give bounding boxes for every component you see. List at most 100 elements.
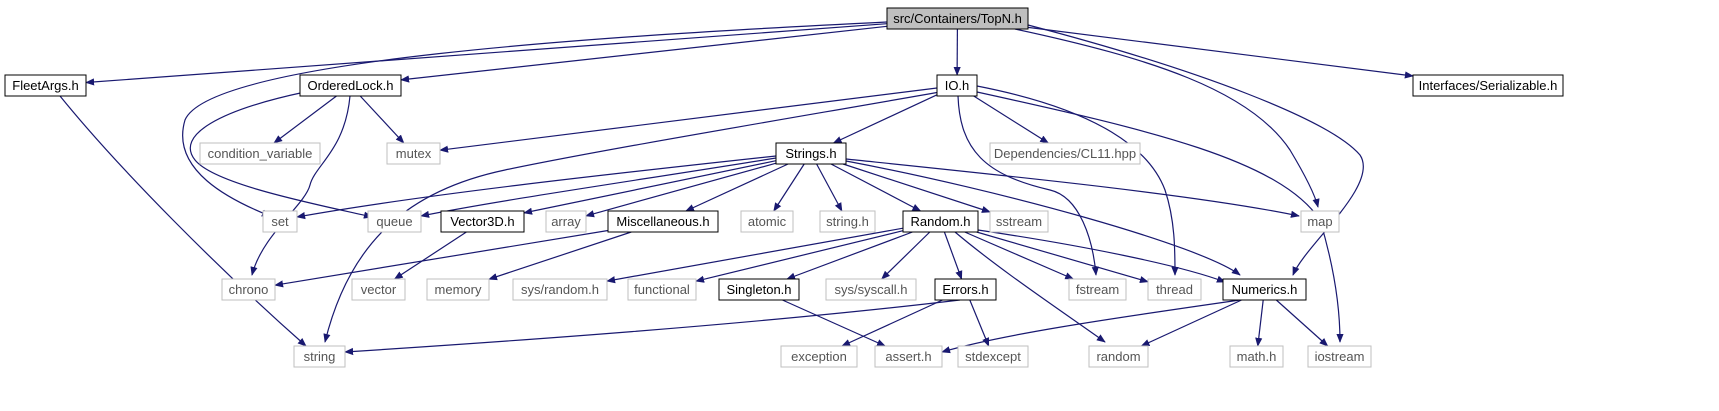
node-orderedlock[interactable]: OrderedLock.h [299, 74, 402, 97]
node-box [367, 210, 422, 233]
edge-orderedlock-to-mutex [359, 95, 405, 144]
node-box [351, 278, 406, 301]
node-vector3d[interactable]: Vector3D.h [440, 210, 525, 233]
node-label: math.h [1237, 349, 1277, 364]
node-errors[interactable]: Errors.h [934, 278, 997, 301]
node-box [4, 74, 87, 97]
node-box [440, 210, 525, 233]
node-functional: functional [627, 278, 697, 301]
edge-topn-to-orderedlock [400, 25, 888, 83]
node-thread: thread [1147, 278, 1202, 301]
edge-orderedlock-to-chrono [250, 95, 351, 276]
edge-strings-to-queue [420, 157, 777, 218]
edge-singleton-to-asserth [782, 299, 886, 347]
node-misc[interactable]: Miscellaneous.h [607, 210, 719, 233]
edge-random_h-to-syssyscall [881, 231, 931, 280]
node-numerics[interactable]: Numerics.h [1222, 278, 1307, 301]
edge-random_h-to-random [954, 231, 1106, 343]
edge-random_h-to-functional [695, 230, 904, 283]
edge-strings-to-array [585, 162, 777, 218]
node-syssyscall: sys/syscall.h [825, 278, 917, 301]
edge-numerics-to-asserth [941, 299, 1241, 354]
edge-topn-to-fleetargs [85, 23, 888, 86]
node-box [1222, 278, 1307, 301]
node-string: string [293, 345, 346, 368]
node-label: src/Containers/TopN.h [893, 11, 1022, 26]
edge-topn-to-serializable [1027, 26, 1414, 79]
edge-io-to-strings [832, 94, 938, 144]
node-label: Strings.h [785, 146, 836, 161]
node-label: fstream [1076, 282, 1119, 297]
edge-random_h-to-fstream [964, 231, 1075, 280]
edge-random_h-to-errors [943, 231, 963, 280]
node-queue: queue [367, 210, 422, 233]
node-label: FleetArgs.h [12, 78, 78, 93]
node-stringh: string.h [819, 210, 876, 233]
node-strings[interactable]: Strings.h [775, 142, 847, 165]
edge-numerics-to-mathh [1255, 299, 1264, 347]
node-label: queue [376, 214, 412, 229]
node-label: functional [634, 282, 690, 297]
node-box [386, 142, 441, 165]
node-sstream: sstream [989, 210, 1049, 233]
edge-topn-to-set [182, 21, 888, 217]
node-box [825, 278, 917, 301]
node-random_h[interactable]: Random.h [902, 210, 979, 233]
edge-misc-to-memory [488, 231, 632, 281]
node-label: sys/random.h [521, 282, 599, 297]
node-label: Dependencies/CL11.hpp [994, 146, 1136, 161]
edge-strings-to-stringh [816, 163, 843, 212]
node-box [1088, 345, 1149, 368]
node-random: random [1088, 345, 1149, 368]
node-box [886, 7, 1029, 30]
node-box [775, 142, 847, 165]
node-io[interactable]: IO.h [936, 74, 978, 97]
edge-random_h-to-numerics [977, 229, 1226, 283]
node-box [1307, 345, 1372, 368]
edge-numerics-to-iostream [1275, 299, 1329, 347]
node-box [1412, 74, 1564, 97]
node-label: vector [361, 282, 397, 297]
node-box [936, 74, 978, 97]
edge-orderedlock-to-queue [189, 91, 373, 219]
edge-random_h-to-singleton [786, 231, 913, 280]
node-box [221, 278, 276, 301]
node-box [627, 278, 697, 301]
edges-layer [59, 21, 1414, 356]
edge-io-to-cl11 [973, 95, 1050, 144]
node-box [262, 210, 298, 233]
node-box [740, 210, 794, 233]
node-box [607, 210, 719, 233]
node-label: Interfaces/Serializable.h [1419, 78, 1558, 93]
node-memory: memory [426, 278, 490, 301]
edge-numerics-to-random [1140, 299, 1242, 347]
edge-errors-to-stdexcept [969, 299, 990, 347]
node-box [934, 278, 997, 301]
node-label: array [551, 214, 581, 229]
node-label: mutex [396, 146, 432, 161]
node-label: sys/syscall.h [835, 282, 908, 297]
node-atomic: atomic [740, 210, 794, 233]
edge-strings-to-set [296, 155, 777, 220]
node-stdexcept: stdexcept [957, 345, 1029, 368]
node-box [989, 210, 1049, 233]
node-label: memory [435, 282, 482, 297]
edge-strings-to-vector3d [523, 160, 777, 215]
node-condvar: condition_variable [199, 142, 321, 165]
node-box [293, 345, 346, 368]
node-label: Errors.h [942, 282, 988, 297]
node-box [874, 345, 943, 368]
node-singleton[interactable]: Singleton.h [718, 278, 800, 301]
edge-io-to-iostream [976, 91, 1344, 343]
node-label: Numerics.h [1232, 282, 1298, 297]
node-label: IO.h [945, 78, 970, 93]
node-vector: vector [351, 278, 406, 301]
edge-strings-to-sstream [842, 163, 991, 213]
node-label: string [304, 349, 336, 364]
node-box [299, 74, 402, 97]
node-chrono: chrono [221, 278, 276, 301]
node-fleetargs[interactable]: FleetArgs.h [4, 74, 87, 97]
node-topn[interactable]: src/Containers/TopN.h [886, 7, 1029, 30]
node-serializable[interactable]: Interfaces/Serializable.h [1412, 74, 1564, 97]
